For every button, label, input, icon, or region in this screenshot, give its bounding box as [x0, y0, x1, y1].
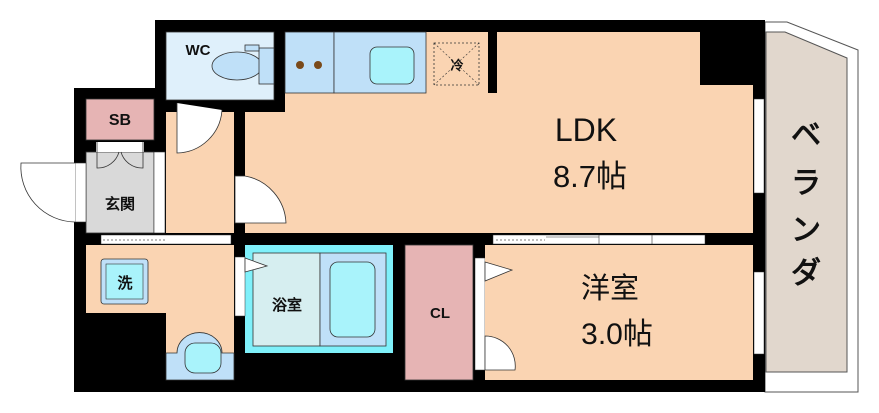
washer-space: 洗	[100, 258, 149, 305]
sb-label: SB	[109, 112, 131, 129]
genkan-label: 玄関	[105, 195, 135, 213]
door-swing-icon	[484, 335, 516, 371]
veranda-char: ダ	[791, 256, 821, 290]
door-swing-icon	[234, 175, 287, 224]
stove-burner-icon	[314, 61, 322, 69]
western-name: 洋室	[581, 272, 639, 305]
veranda-label: ベ ラ ン ダ	[791, 119, 821, 290]
stove-burner-icon	[296, 61, 304, 69]
room-genkan	[85, 151, 155, 234]
wash-basin-icon	[165, 332, 235, 381]
veranda-char: ン	[791, 214, 821, 247]
toilet-icon	[211, 44, 275, 85]
window	[753, 98, 765, 194]
veranda	[764, 21, 859, 393]
veranda-char: ラ	[791, 167, 821, 200]
room-bath: 浴室	[245, 245, 393, 353]
door-swing-icon	[176, 103, 223, 154]
ldk-size: 8.7帖	[553, 159, 627, 194]
closet-door-icon	[484, 261, 514, 282]
window	[753, 271, 765, 355]
room-western	[485, 245, 753, 380]
fridge-label: 冷	[450, 58, 463, 73]
bath-label: 浴室	[272, 296, 302, 314]
closet-door-icon	[96, 142, 144, 169]
room-closet	[404, 244, 474, 381]
sink-icon	[369, 46, 415, 85]
washer-label: 洗	[117, 274, 132, 292]
door-icon	[244, 257, 269, 273]
kitchen-counter	[284, 31, 427, 94]
wc-label: WC	[186, 42, 211, 59]
bathtub-icon	[329, 261, 376, 338]
veranda-char: ベ	[791, 119, 821, 152]
room-shoe-box	[85, 98, 155, 141]
entrance-door-icon	[20, 162, 76, 223]
western-size: 3.0帖	[581, 318, 653, 351]
room-ldk	[245, 32, 753, 233]
closet-label: CL	[430, 305, 450, 322]
ldk-name: LDK	[555, 112, 617, 148]
fridge-space: 冷	[433, 42, 480, 86]
sliding-door[interactable]	[492, 234, 706, 245]
